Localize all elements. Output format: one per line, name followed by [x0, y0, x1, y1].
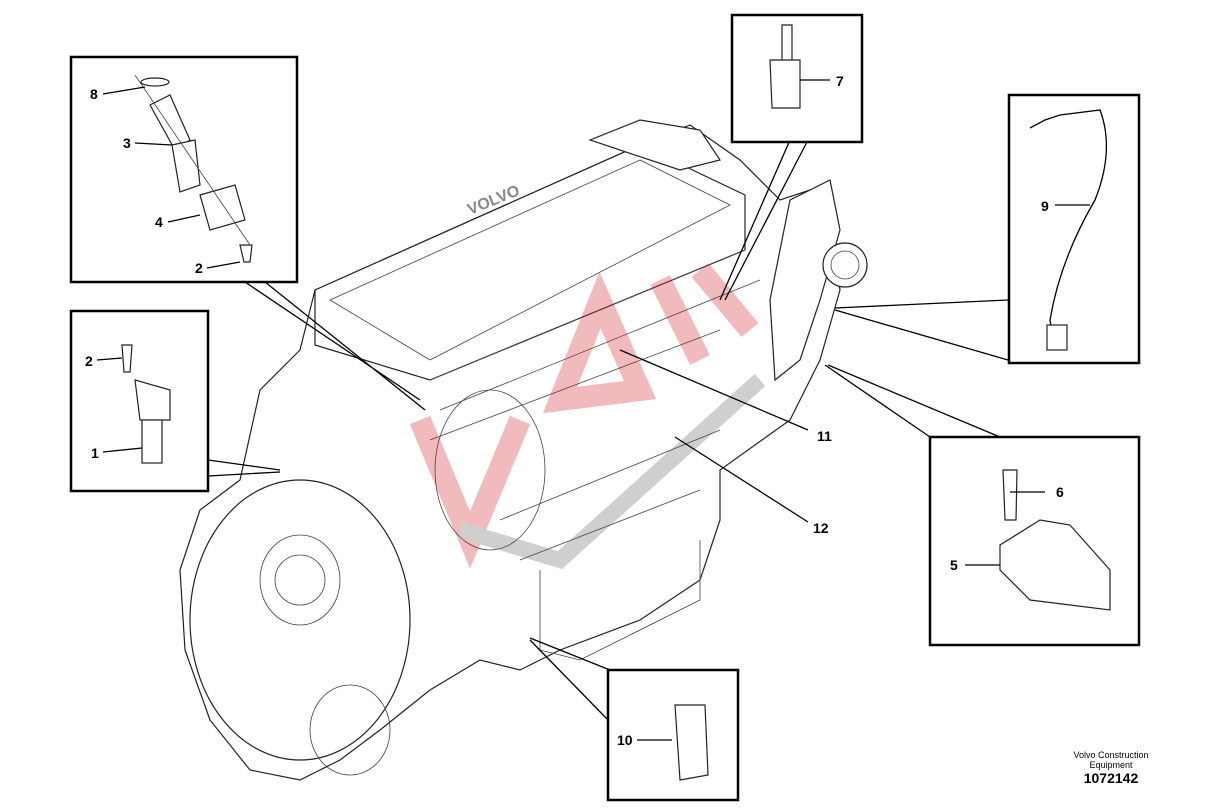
- bracket-part: [199, 184, 246, 231]
- callout-7: 7: [836, 73, 844, 89]
- callout-10: 10: [617, 732, 633, 748]
- callout-9: 9: [1041, 198, 1049, 214]
- boost-pressure-sensor-part: [999, 519, 1111, 611]
- exhaust-temp-sensor-part: [1029, 109, 1108, 351]
- callout-1: 1: [91, 445, 99, 461]
- callout-2a: 2: [195, 260, 203, 276]
- number-leaders: [96, 79, 1090, 741]
- engine-illustration: VOLVO: [179, 119, 868, 781]
- callout-2b: 2: [85, 353, 93, 369]
- callout-4: 4: [155, 214, 163, 230]
- callout-3: 3: [123, 135, 131, 151]
- detail-box-oil-pressure-sensor: [606, 668, 740, 802]
- callout-11: 11: [817, 428, 832, 444]
- camshaft-sensor-part: [149, 94, 191, 151]
- coolant-temp-sensor-part: [769, 24, 801, 109]
- o-ring-part: [140, 77, 170, 87]
- callout-5: 5: [950, 557, 958, 573]
- brand-label: Volvo Construction Equipment: [1073, 750, 1149, 770]
- crankshaft-sensor-part: [134, 379, 171, 421]
- leader-lines: [207, 139, 1009, 721]
- part-sketches: [121, 24, 1111, 781]
- callout-8: 8: [90, 86, 98, 102]
- callout-12: 12: [813, 520, 829, 536]
- bolt-part-3: [1002, 469, 1018, 521]
- detail-box-exhaust-temp-sensor: [1007, 93, 1141, 365]
- watermark: [409, 262, 766, 569]
- bolt-part: [239, 244, 253, 263]
- oil-pressure-sensor-part: [674, 704, 709, 781]
- document-number: 1072142: [1083, 770, 1139, 786]
- bolt-part-2: [121, 344, 133, 373]
- callout-6: 6: [1056, 484, 1064, 500]
